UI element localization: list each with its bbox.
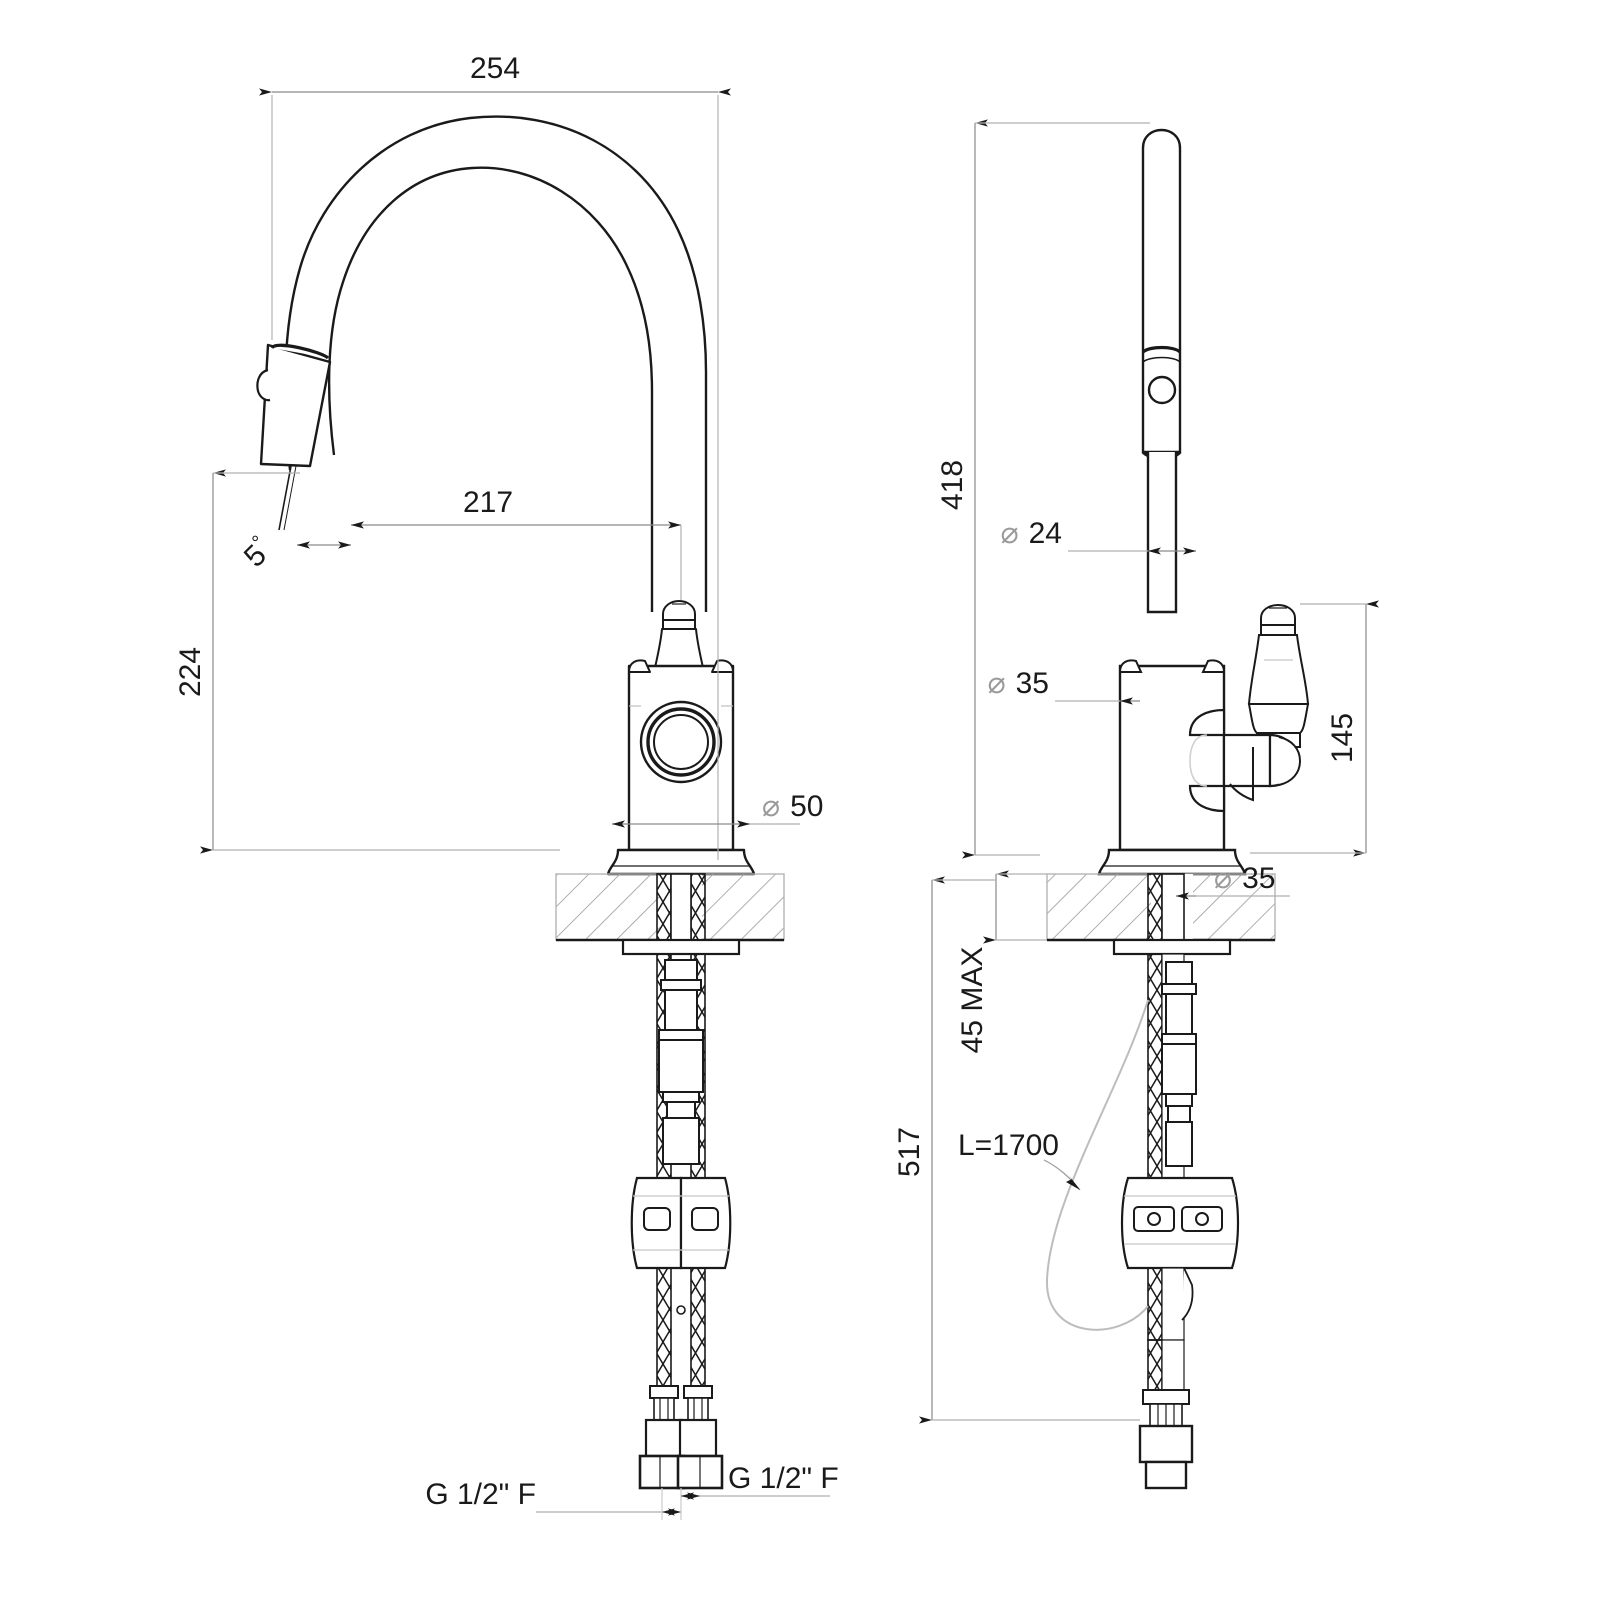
dim-spout-height: 224 <box>174 469 560 854</box>
side-view <box>1097 128 1310 876</box>
dim-35-body-label: ⌀35 <box>988 667 1049 700</box>
dim-inlet-left-label: G 1/2" F <box>425 1478 536 1511</box>
dim-35-deck-label: ⌀35 <box>1214 862 1275 895</box>
dim-24-label: ⌀24 <box>1001 517 1062 550</box>
spout-gooseneck <box>284 115 708 612</box>
dim-517-label: 517 <box>893 1127 926 1177</box>
dim-254-label: 254 <box>470 52 520 85</box>
dim-50-label: ⌀50 <box>762 790 823 823</box>
dim-hose-length: L=1700 <box>958 1129 1081 1191</box>
dim-217-label: 217 <box>463 486 513 519</box>
dim-inlet-right: G 1/2" F <box>681 1462 839 1500</box>
dim-45max-label: 45 MAX <box>956 947 989 1054</box>
faucet-body-side <box>1118 659 1302 852</box>
dim-L1700-label: L=1700 <box>958 1129 1059 1162</box>
faucet-body-front <box>627 659 735 852</box>
dim-inlet-left: G 1/2" F <box>425 1478 682 1520</box>
dim-overall-height: 418 <box>936 119 1150 859</box>
dim-145-label: 145 <box>1326 713 1359 763</box>
front-view <box>256 115 756 876</box>
dim-handle-height: 145 <box>1250 600 1379 857</box>
dim-below-deck: 517 <box>893 876 1140 1424</box>
spray-wand-side <box>1141 128 1182 614</box>
dim-wand-diameter: ⌀24 <box>1001 517 1196 555</box>
below-deck-assembly-front <box>621 873 741 1490</box>
dim-deck-hole: ⌀35 <box>1176 862 1290 900</box>
flexible-hose-loop <box>1045 999 1149 1331</box>
pulldown-spray-head <box>256 343 332 531</box>
below-deck-assembly-side <box>1112 873 1240 1490</box>
dim-inlet-right-label: G 1/2" F <box>728 1462 839 1495</box>
dim-overall-reach: 254 <box>259 52 731 860</box>
dimension-annotations: 254 217 5° 224 ⌀50 <box>174 52 1379 1520</box>
dim-spout-reach: 217 <box>351 486 682 600</box>
dim-224-label: 224 <box>174 647 207 697</box>
base-flange-front <box>606 848 756 876</box>
dim-deck-thickness: 45 MAX <box>956 870 1047 1054</box>
dim-418-label: 418 <box>936 460 969 510</box>
dim-base-diameter: ⌀50 <box>612 790 823 828</box>
dim-body-diameter: ⌀35 <box>988 667 1140 705</box>
